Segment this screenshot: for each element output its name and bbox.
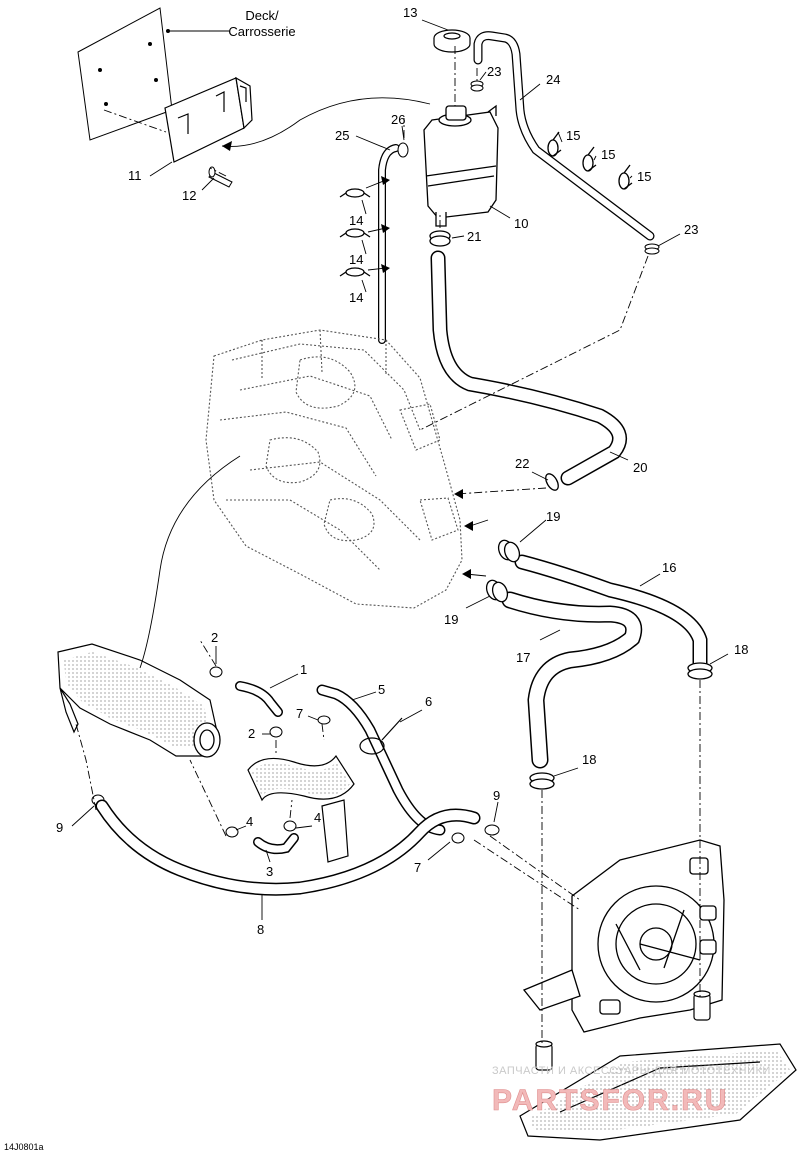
callout-5: 5 [378,682,385,697]
assembly-guide-lines [75,46,701,1044]
clamp-23-top [470,80,484,92]
callout-15a: 15 [566,128,580,143]
callout-14c: 14 [349,290,363,305]
callout-19-top: 19 [546,509,560,524]
bracket-screw [208,166,233,188]
callout-23-top: 23 [487,64,501,79]
callout-22: 22 [515,456,529,471]
callout-14a: 14 [349,213,363,228]
clamp-23-right [644,243,660,255]
clamp-7-top [317,715,331,725]
callout-4-left: 4 [246,814,253,829]
hose-20 [430,250,628,486]
callout-18-right: 18 [734,642,748,657]
spring-clamp-14b [339,228,371,238]
clamp-22 [545,473,559,491]
callout-13: 13 [403,5,417,20]
callout-6: 6 [425,694,432,709]
clamp-9-right [484,824,500,836]
spring-clamp-15b [582,146,597,172]
mounting-bracket [164,76,253,163]
pump-fitting-left [535,1040,553,1071]
clamp-7-bottom [451,832,465,844]
spring-clamp-15c [618,164,633,190]
callout-21: 21 [467,229,481,244]
callout-9-left: 9 [56,820,63,835]
clamp-21 [429,230,451,247]
callout-1: 1 [300,662,307,677]
callout-11: 11 [128,168,142,183]
clamp-18-right [687,662,713,680]
deck-panel [77,7,173,141]
callout-12: 12 [182,188,196,203]
callout-17: 17 [516,650,530,665]
figure-id: 14J0801a [4,1142,44,1152]
callout-24: 24 [546,72,560,87]
callout-16: 16 [662,560,676,575]
deck-label-leader [166,29,230,33]
engine-block [205,329,463,609]
callout-20: 20 [633,460,647,475]
pump-fitting-right [693,990,711,1021]
callout-8: 8 [257,922,264,937]
callout-15c: 15 [637,169,651,184]
reservoir-cap [433,29,471,53]
callout-7-top: 7 [296,706,303,721]
clamp-2-top [209,666,223,678]
callout-18-left: 18 [582,752,596,767]
clamp-19-top [497,539,521,563]
deck-label-line1: Deck/ [245,8,279,23]
watermark-line1: ЗАПЧАСТИ И АКСЕССУАРЫ ДЛЯ МОТОТЕХНИКИ [492,1065,771,1077]
callout-7-bottom: 7 [414,860,421,875]
manifold-texture [64,652,210,748]
callout-15b: 15 [601,147,615,162]
watermark-line2: PARTSFOR.RU [492,1084,728,1117]
spring-clamp-15a [547,131,562,157]
callout-10: 10 [514,216,528,231]
callout-23-right: 23 [684,222,698,237]
clamp-4-right [283,820,297,832]
callout-26: 26 [391,112,405,127]
spring-clamp-14c [339,267,371,277]
spring-clamp-14a [339,188,371,198]
hose-17 [501,591,643,769]
cable-tie-6 [359,717,403,755]
heat-exchanger-housing [522,839,725,1033]
clamp-18-left [529,772,555,790]
callout-leaders [71,19,729,920]
callout-25: 25 [335,128,349,143]
callout-2-top: 2 [211,630,218,645]
callout-2-mid: 2 [248,726,255,741]
coolant-reservoir [423,104,499,227]
callout-3: 3 [266,864,273,879]
deck-label-line2: Carrosserie [228,24,295,39]
overflow-hose [473,31,655,241]
clamp-19-bottom [485,579,509,603]
clamp-4-left [225,826,239,838]
callout-9-right: 9 [493,788,500,803]
callout-4-right: 4 [314,810,321,825]
clamp-2-mid [269,726,283,738]
routing-arrows [222,141,473,579]
callout-14b: 14 [349,252,363,267]
clamp-26 [397,142,409,158]
manifold-outlet [193,722,221,758]
callout-19-bottom: 19 [444,612,458,627]
